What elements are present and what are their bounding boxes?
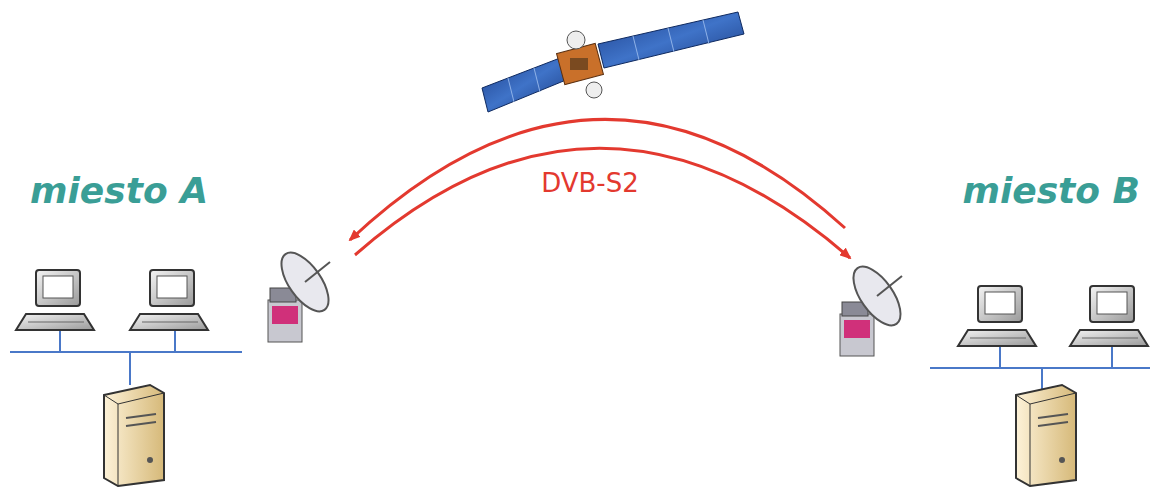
computer: [16, 270, 94, 330]
site-label: miesto A: [30, 170, 208, 211]
satellite: [482, 12, 744, 112]
uplink-arc: [350, 119, 845, 240]
server: [104, 385, 164, 486]
site-label: miesto B: [962, 170, 1140, 211]
downlink-arc: [355, 148, 850, 258]
link-label: DVB-S2: [539, 168, 641, 198]
dish-antenna: [268, 245, 338, 342]
